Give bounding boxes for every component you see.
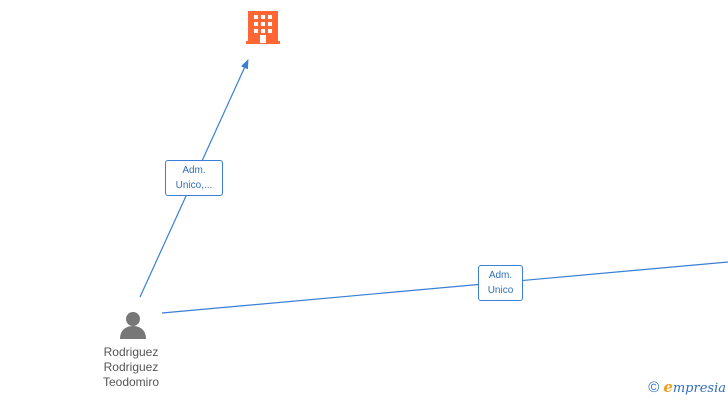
edge-label-line-1: Adm. [182, 165, 206, 176]
person-name-line-2: Rodriguez [103, 360, 159, 374]
brand-logo-e: e [663, 378, 673, 396]
edge-label-line-2: Unico,... [175, 180, 213, 191]
edge-person-to-offscreen[interactable] [161, 261, 728, 314]
edge-label-line-1: Adm. [488, 270, 513, 281]
edge-label-adm-unico[interactable]: Adm. Unico [478, 265, 523, 301]
brand-logo-text: mpresia [672, 381, 726, 396]
edge-label-adm-unico-truncated[interactable]: Adm. Unico,... [165, 160, 223, 196]
edge-label-line-2: Unico [487, 285, 514, 296]
person-name-line-1: Rodriguez [103, 345, 159, 359]
person-name-line-3: Teodomiro [102, 375, 160, 389]
person-icon[interactable] [120, 312, 146, 339]
building-icon[interactable] [246, 11, 280, 44]
footer-brand[interactable]: ©empresia [648, 378, 726, 396]
copyright-symbol: © [648, 379, 660, 396]
person-name-label[interactable]: Rodriguez Rodriguez Teodomiro [90, 345, 172, 390]
